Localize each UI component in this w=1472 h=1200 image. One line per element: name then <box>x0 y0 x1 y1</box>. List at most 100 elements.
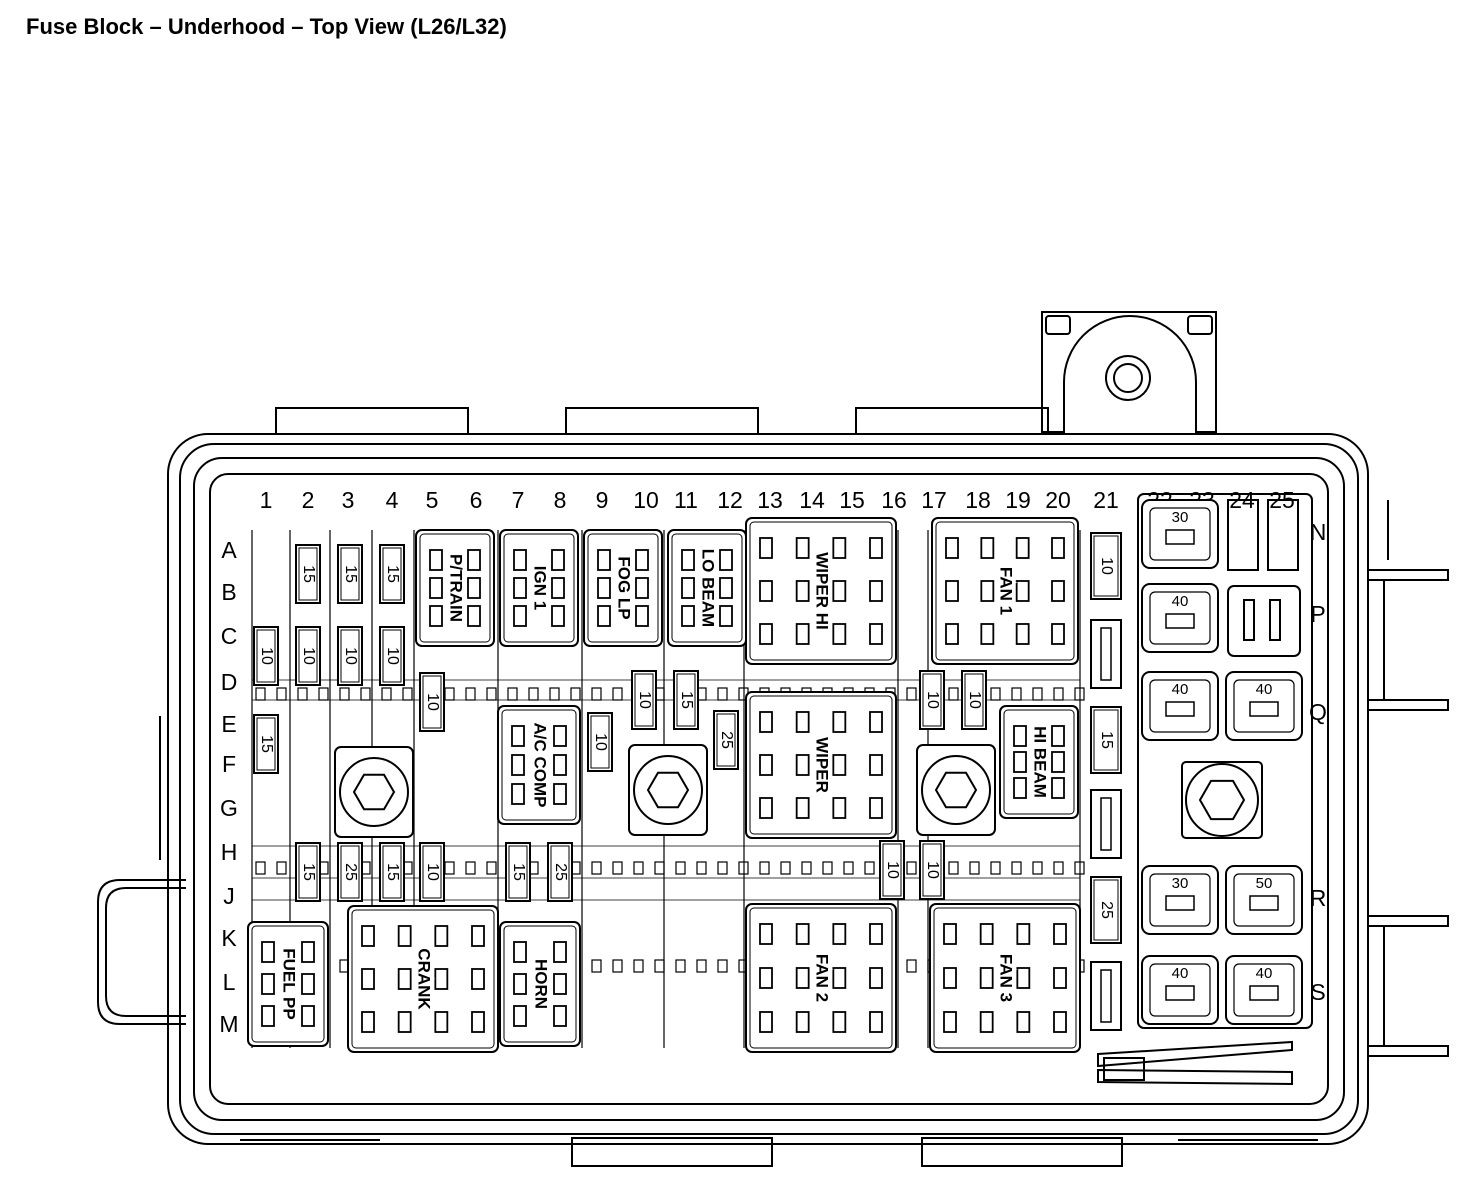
relay-hibeam[interactable]: HI BEAM <box>999 705 1079 819</box>
relay-label: FAN 1 <box>997 567 1016 615</box>
fuse-h2[interactable]: 15 <box>295 842 321 902</box>
fuse-a3[interactable]: 15 <box>337 544 363 604</box>
fuse-d18[interactable]: 10 <box>961 670 987 730</box>
left-latch <box>97 879 186 1025</box>
fuse-value: 10 <box>636 691 653 709</box>
fuse-h16[interactable]: 10 <box>879 840 905 900</box>
maxi-fuse-n22[interactable]: 30 <box>1141 499 1219 569</box>
relay-wiper[interactable]: WIPER <box>745 691 897 839</box>
column-label-25: 25 <box>1269 487 1295 513</box>
fuse-value: 10 <box>924 691 941 709</box>
relay-horn[interactable]: HORN <box>499 921 581 1047</box>
fuse-value: 10 <box>424 693 441 711</box>
fuse-e1[interactable]: 15 <box>253 714 279 774</box>
stud-bolt <box>628 744 708 836</box>
row-label-N: N <box>1310 519 1327 545</box>
fuse-21e[interactable]: 15 <box>1090 706 1122 774</box>
relay-lobeam[interactable]: LO BEAM <box>667 529 747 647</box>
relay-crank[interactable]: CRANK <box>347 905 499 1053</box>
fuse-d5[interactable]: 10 <box>419 672 445 732</box>
fuse-value: 25 <box>718 731 735 749</box>
fuse-e9[interactable]: 10 <box>587 712 613 772</box>
mini-fuses: 15 15 15 10 10 10 10 10 10 15 10 10 15 10 25 15 25 15 10 15… <box>253 532 1122 1031</box>
fuse-c2[interactable]: 10 <box>295 626 321 686</box>
column-label-19: 19 <box>1005 487 1031 513</box>
relay-foglp[interactable]: FOG LP <box>583 529 663 647</box>
maxi-fuse-p22[interactable]: 40 <box>1141 583 1219 653</box>
column-label-14: 14 <box>799 487 825 513</box>
relay-label: HORN <box>532 959 551 1009</box>
fuse-value: 10 <box>258 647 275 665</box>
fuse-h4[interactable]: 15 <box>379 842 405 902</box>
maxi-fuse-value: 40 <box>1172 593 1189 610</box>
spare-holder-25 <box>1267 499 1299 571</box>
maxi-fuse-r22[interactable]: 30 <box>1141 865 1219 935</box>
fuse-value: 10 <box>884 861 901 879</box>
fuse-h3[interactable]: 25 <box>337 842 363 902</box>
maxi-fuse-r24[interactable]: 50 <box>1225 865 1303 935</box>
fuse-d17[interactable]: 10 <box>919 670 945 730</box>
relay-accomp[interactable]: A/C COMP <box>497 705 581 825</box>
relay-label: FAN 3 <box>997 954 1016 1002</box>
housing <box>97 311 1449 1167</box>
fuse-value: 10 <box>924 861 941 879</box>
stud-bolt-main <box>1181 761 1263 839</box>
fuse-h5[interactable]: 10 <box>419 842 445 902</box>
relay-fuelpp[interactable]: FUEL PP <box>247 921 329 1047</box>
fuse-c4[interactable]: 10 <box>379 626 405 686</box>
row-label-B: B <box>221 579 236 605</box>
row-label-H: H <box>221 839 238 865</box>
relay-fan2[interactable]: FAN 2 <box>745 903 897 1053</box>
fuse-h17[interactable]: 10 <box>919 840 945 900</box>
spare-fuse-cavity <box>1090 789 1122 859</box>
right-clip-bottom <box>1367 915 1449 927</box>
column-label-11: 11 <box>674 487 698 513</box>
maxi-fuse-q24[interactable]: 40 <box>1225 671 1303 741</box>
fuse-value: 15 <box>1098 731 1115 749</box>
maxi-fuse-s24[interactable]: 40 <box>1225 955 1303 1025</box>
relay-wiperhi[interactable]: WIPER HI <box>745 517 897 665</box>
relay-ign1[interactable]: IGN 1 <box>499 529 579 647</box>
fuse-21j[interactable]: 25 <box>1090 876 1122 944</box>
maxi-fuse-q22[interactable]: 40 <box>1141 671 1219 741</box>
bottom-tab-right <box>921 1137 1123 1167</box>
relay-ptrain[interactable]: P/TRAIN <box>415 529 495 647</box>
fuse-a4[interactable]: 15 <box>379 544 405 604</box>
bottom-tab-left <box>571 1137 773 1167</box>
fuse-value: 15 <box>258 735 275 753</box>
row-label-G: G <box>220 795 238 821</box>
fuse-21a[interactable]: 10 <box>1090 532 1122 600</box>
fuse-value: 15 <box>678 691 695 709</box>
relay-fan1[interactable]: FAN 1 <box>931 517 1079 665</box>
relay-label: P/TRAIN <box>447 554 466 622</box>
fuse-c1[interactable]: 10 <box>253 626 279 686</box>
column-label-5: 5 <box>426 487 439 513</box>
relay-fan3[interactable]: FAN 3 <box>929 903 1081 1053</box>
fuse-d11[interactable]: 15 <box>673 670 699 730</box>
fuse-c3[interactable]: 10 <box>337 626 363 686</box>
row-label-K: K <box>221 925 237 951</box>
fuse-value: 10 <box>1098 557 1115 575</box>
column-labels: 1234567891011121314151617181920212223242… <box>260 487 1295 513</box>
fuse-h8[interactable]: 25 <box>547 842 573 902</box>
fuse-value: 25 <box>552 863 569 881</box>
fuse-puller-slot <box>1227 585 1301 657</box>
fuse-e12[interactable]: 25 <box>713 710 739 770</box>
fuse-value: 10 <box>424 863 441 881</box>
spare-holder-24 <box>1227 499 1259 571</box>
relay-label: LO BEAM <box>699 549 718 627</box>
column-label-12: 12 <box>717 487 743 513</box>
maxi-fuse-s22[interactable]: 40 <box>1141 955 1219 1025</box>
row-label-F: F <box>222 751 236 777</box>
fuse-h7[interactable]: 15 <box>505 842 531 902</box>
stud-bolt <box>916 744 996 836</box>
top-tab-middle <box>565 407 759 435</box>
page-title: Fuse Block – Underhood – Top View (L26/L… <box>26 14 507 39</box>
column-label-9: 9 <box>596 487 609 513</box>
maxi-fuse-bay <box>1137 493 1313 1029</box>
fuse-a2[interactable]: 15 <box>295 544 321 604</box>
relay-label: HI BEAM <box>1031 726 1050 798</box>
fuse-d10[interactable]: 10 <box>631 670 657 730</box>
relay-label: A/C COMP <box>531 723 550 808</box>
